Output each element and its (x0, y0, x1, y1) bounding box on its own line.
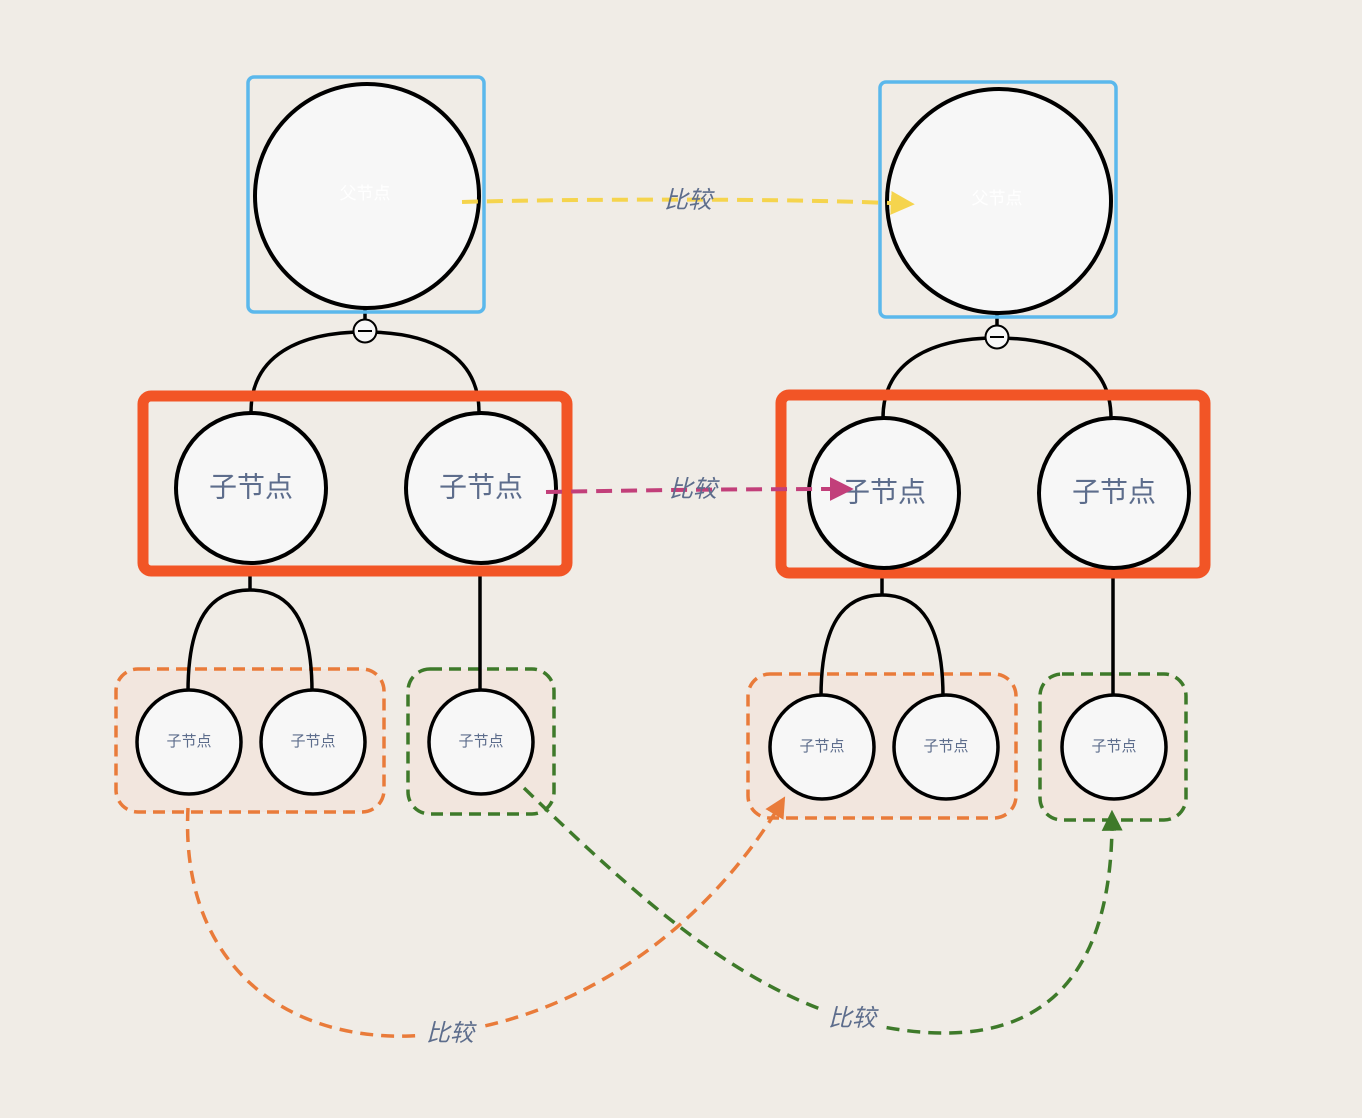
left-leaf-label-3: 子节点 (458, 732, 503, 750)
left-child-label-2: 子节点 (439, 471, 523, 504)
orange-compare-label-bg (421, 1016, 479, 1052)
right-child-label-2: 子节点 (1072, 476, 1156, 509)
right-child-node-2[interactable] (1037, 416, 1191, 570)
left-child-node-2[interactable] (404, 411, 558, 565)
left-leaf-node-1[interactable] (135, 688, 243, 796)
child-compare-label: 比较 (669, 475, 720, 503)
left-parent-node[interactable] (253, 82, 481, 310)
right-edge-parent-children (881, 336, 1113, 419)
right-tree: 父节点 子节点 子节点 子节点 子节点 子节点 (746, 80, 1211, 822)
right-leaf-label-3: 子节点 (1091, 737, 1136, 755)
left-leaf-node-3[interactable] (427, 688, 535, 796)
left-child-label-1: 子节点 (209, 471, 293, 504)
orange-group-compare-label: 比较 (426, 1019, 477, 1047)
right-leaf-node-2[interactable] (892, 693, 1000, 801)
child-compare-arrow (545, 477, 854, 502)
left-leaf-label-1: 子节点 (166, 732, 211, 750)
right-child-group-frame (775, 389, 1211, 579)
green-group-compare-label: 比较 (828, 1004, 879, 1032)
green-group-compare-arrow (522, 786, 1123, 1035)
left-parent-label: 父节点 (340, 184, 391, 204)
left-parent-frame (246, 75, 486, 314)
right-parent-frame (878, 80, 1118, 319)
right-parent-label: 父节点 (972, 189, 1023, 209)
left-child-node-1[interactable] (174, 411, 328, 565)
right-leaf-label-2: 子节点 (923, 737, 968, 755)
left-tree: 父节点 子节点 子节点 子节点 子节点 子节点 (114, 75, 573, 816)
green-compare-label-bg (823, 1000, 881, 1036)
right-leaf-node-1[interactable] (768, 693, 876, 801)
left-leaf-label-2: 子节点 (290, 732, 335, 750)
left-child-group-frame (137, 390, 573, 577)
right-leaf-label-1: 子节点 (799, 737, 844, 755)
compare-arrows: 比较 比较 比较 比较 (185, 186, 1123, 1052)
right-child-label-1: 子节点 (842, 476, 926, 509)
right-leaf-node-3[interactable] (1060, 693, 1168, 801)
parent-compare-label: 比较 (664, 186, 715, 214)
left-collapse-toggle[interactable] (352, 318, 378, 344)
right-parent-node[interactable] (885, 87, 1113, 315)
right-child-node-1[interactable] (807, 416, 961, 570)
orange-group-compare-arrow (185, 796, 786, 1038)
right-collapse-toggle[interactable] (984, 324, 1010, 350)
left-leaf-node-2[interactable] (259, 688, 367, 796)
